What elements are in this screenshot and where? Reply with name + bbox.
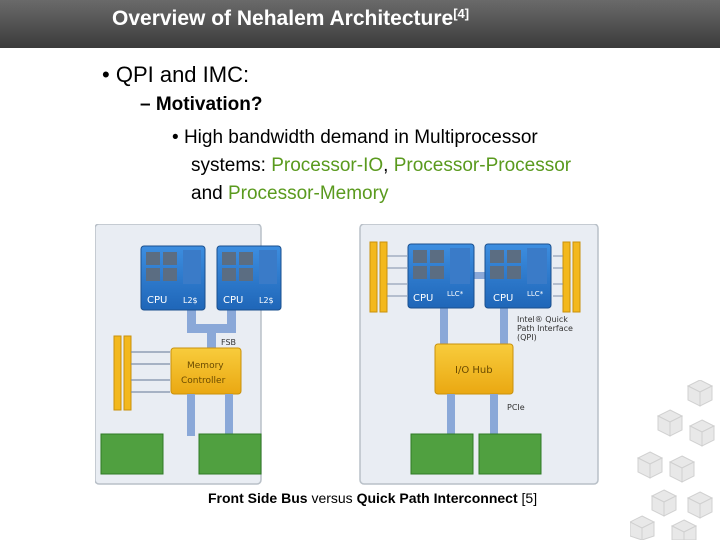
- fsb-diagram: CPU L2$ CPU L2$ FSB Memory Controller: [95, 224, 282, 485]
- fsb-label: FSB: [221, 338, 236, 347]
- io-hub-label: I/O Hub: [455, 365, 493, 376]
- qpi-label-line3: (QPI): [517, 333, 537, 342]
- fsb-memory-modules: [113, 335, 170, 411]
- bullet-level3: • High bandwidth demand in Multiprocesso…: [172, 124, 571, 208]
- architecture-diagram: CPU L2$ CPU L2$ FSB Memory Controller: [95, 224, 599, 485]
- qpi-label-line2: Path Interface: [517, 324, 573, 333]
- pcie-links: PCIe: [410, 394, 542, 475]
- slide-title: Overview of Nehalem Architecture[4]: [112, 6, 469, 31]
- bullet-level2: – Motivation?: [140, 94, 263, 115]
- qpi-label-line1: Intel® Quick: [517, 315, 568, 324]
- highlight-processor-memory: Processor-Memory: [227, 183, 389, 204]
- bullet-level1-text: QPI and IMC:: [115, 62, 250, 87]
- caption-fsb: Front Side Bus: [208, 490, 308, 506]
- qpi-cpu2-cache: LLC*: [527, 290, 544, 298]
- title-reference: [4]: [453, 6, 470, 21]
- figure-caption: Front Side Bus versus Quick Path Interco…: [208, 490, 537, 506]
- fsb-bus: [187, 310, 236, 348]
- controller-line2: Controller: [181, 376, 226, 386]
- fsb-cpu-2: CPU L2$: [216, 245, 282, 311]
- decorative-cubes: [630, 380, 716, 540]
- fsb-cpu1-cache: L2$: [183, 296, 198, 305]
- fsb-cpu1-label: CPU: [147, 295, 167, 306]
- bullet-level3-line1: High bandwidth demand in Multiprocessor: [183, 127, 538, 148]
- bullet-level2-text: Motivation?: [155, 94, 263, 115]
- highlight-processor-processor: Processor-Processor: [393, 155, 572, 176]
- caption-qpi: Quick Path Interconnect: [356, 490, 518, 506]
- qpi-diagram: CPU LLC* CPU LLC* Intel® Quick Path Inte…: [359, 224, 599, 485]
- qpi-cpu2-label: CPU: [493, 293, 513, 304]
- fsb-cpu2-cache: L2$: [259, 296, 274, 305]
- io-hub: I/O Hub: [434, 343, 514, 395]
- caption-ref: [5]: [517, 490, 538, 506]
- fsb-cpu-1: CPU L2$: [140, 245, 206, 311]
- slide-title-text: Overview of Nehalem Architecture: [112, 7, 454, 30]
- qpi-cpu-1: CPU LLC*: [407, 243, 475, 309]
- qpi-cpu1-cache: LLC*: [447, 290, 464, 298]
- highlight-processor-io: Processor-IO: [271, 155, 384, 176]
- pcie-label: PCIe: [507, 403, 525, 412]
- bullet-level3-line3: and Processor-Memory: [191, 183, 389, 204]
- qpi-memory-right: [553, 241, 581, 313]
- bullet-level3-line2: systems: Processor-IO, Processor-Process…: [191, 155, 572, 176]
- qpi-cpu1-label: CPU: [413, 293, 433, 304]
- title-bar: [0, 0, 720, 48]
- qpi-memory-left: [369, 241, 407, 313]
- controller-line1: Memory: [187, 361, 224, 371]
- qpi-cpu-2: CPU LLC*: [484, 243, 552, 309]
- fsb-cpu2-label: CPU: [223, 295, 243, 306]
- qpi-links: [440, 272, 508, 344]
- bullet-level1: • QPI and IMC:: [102, 62, 250, 87]
- caption-versus: versus: [307, 490, 357, 506]
- fsb-io-links: [100, 394, 262, 475]
- memory-controller: Memory Controller: [170, 347, 242, 395]
